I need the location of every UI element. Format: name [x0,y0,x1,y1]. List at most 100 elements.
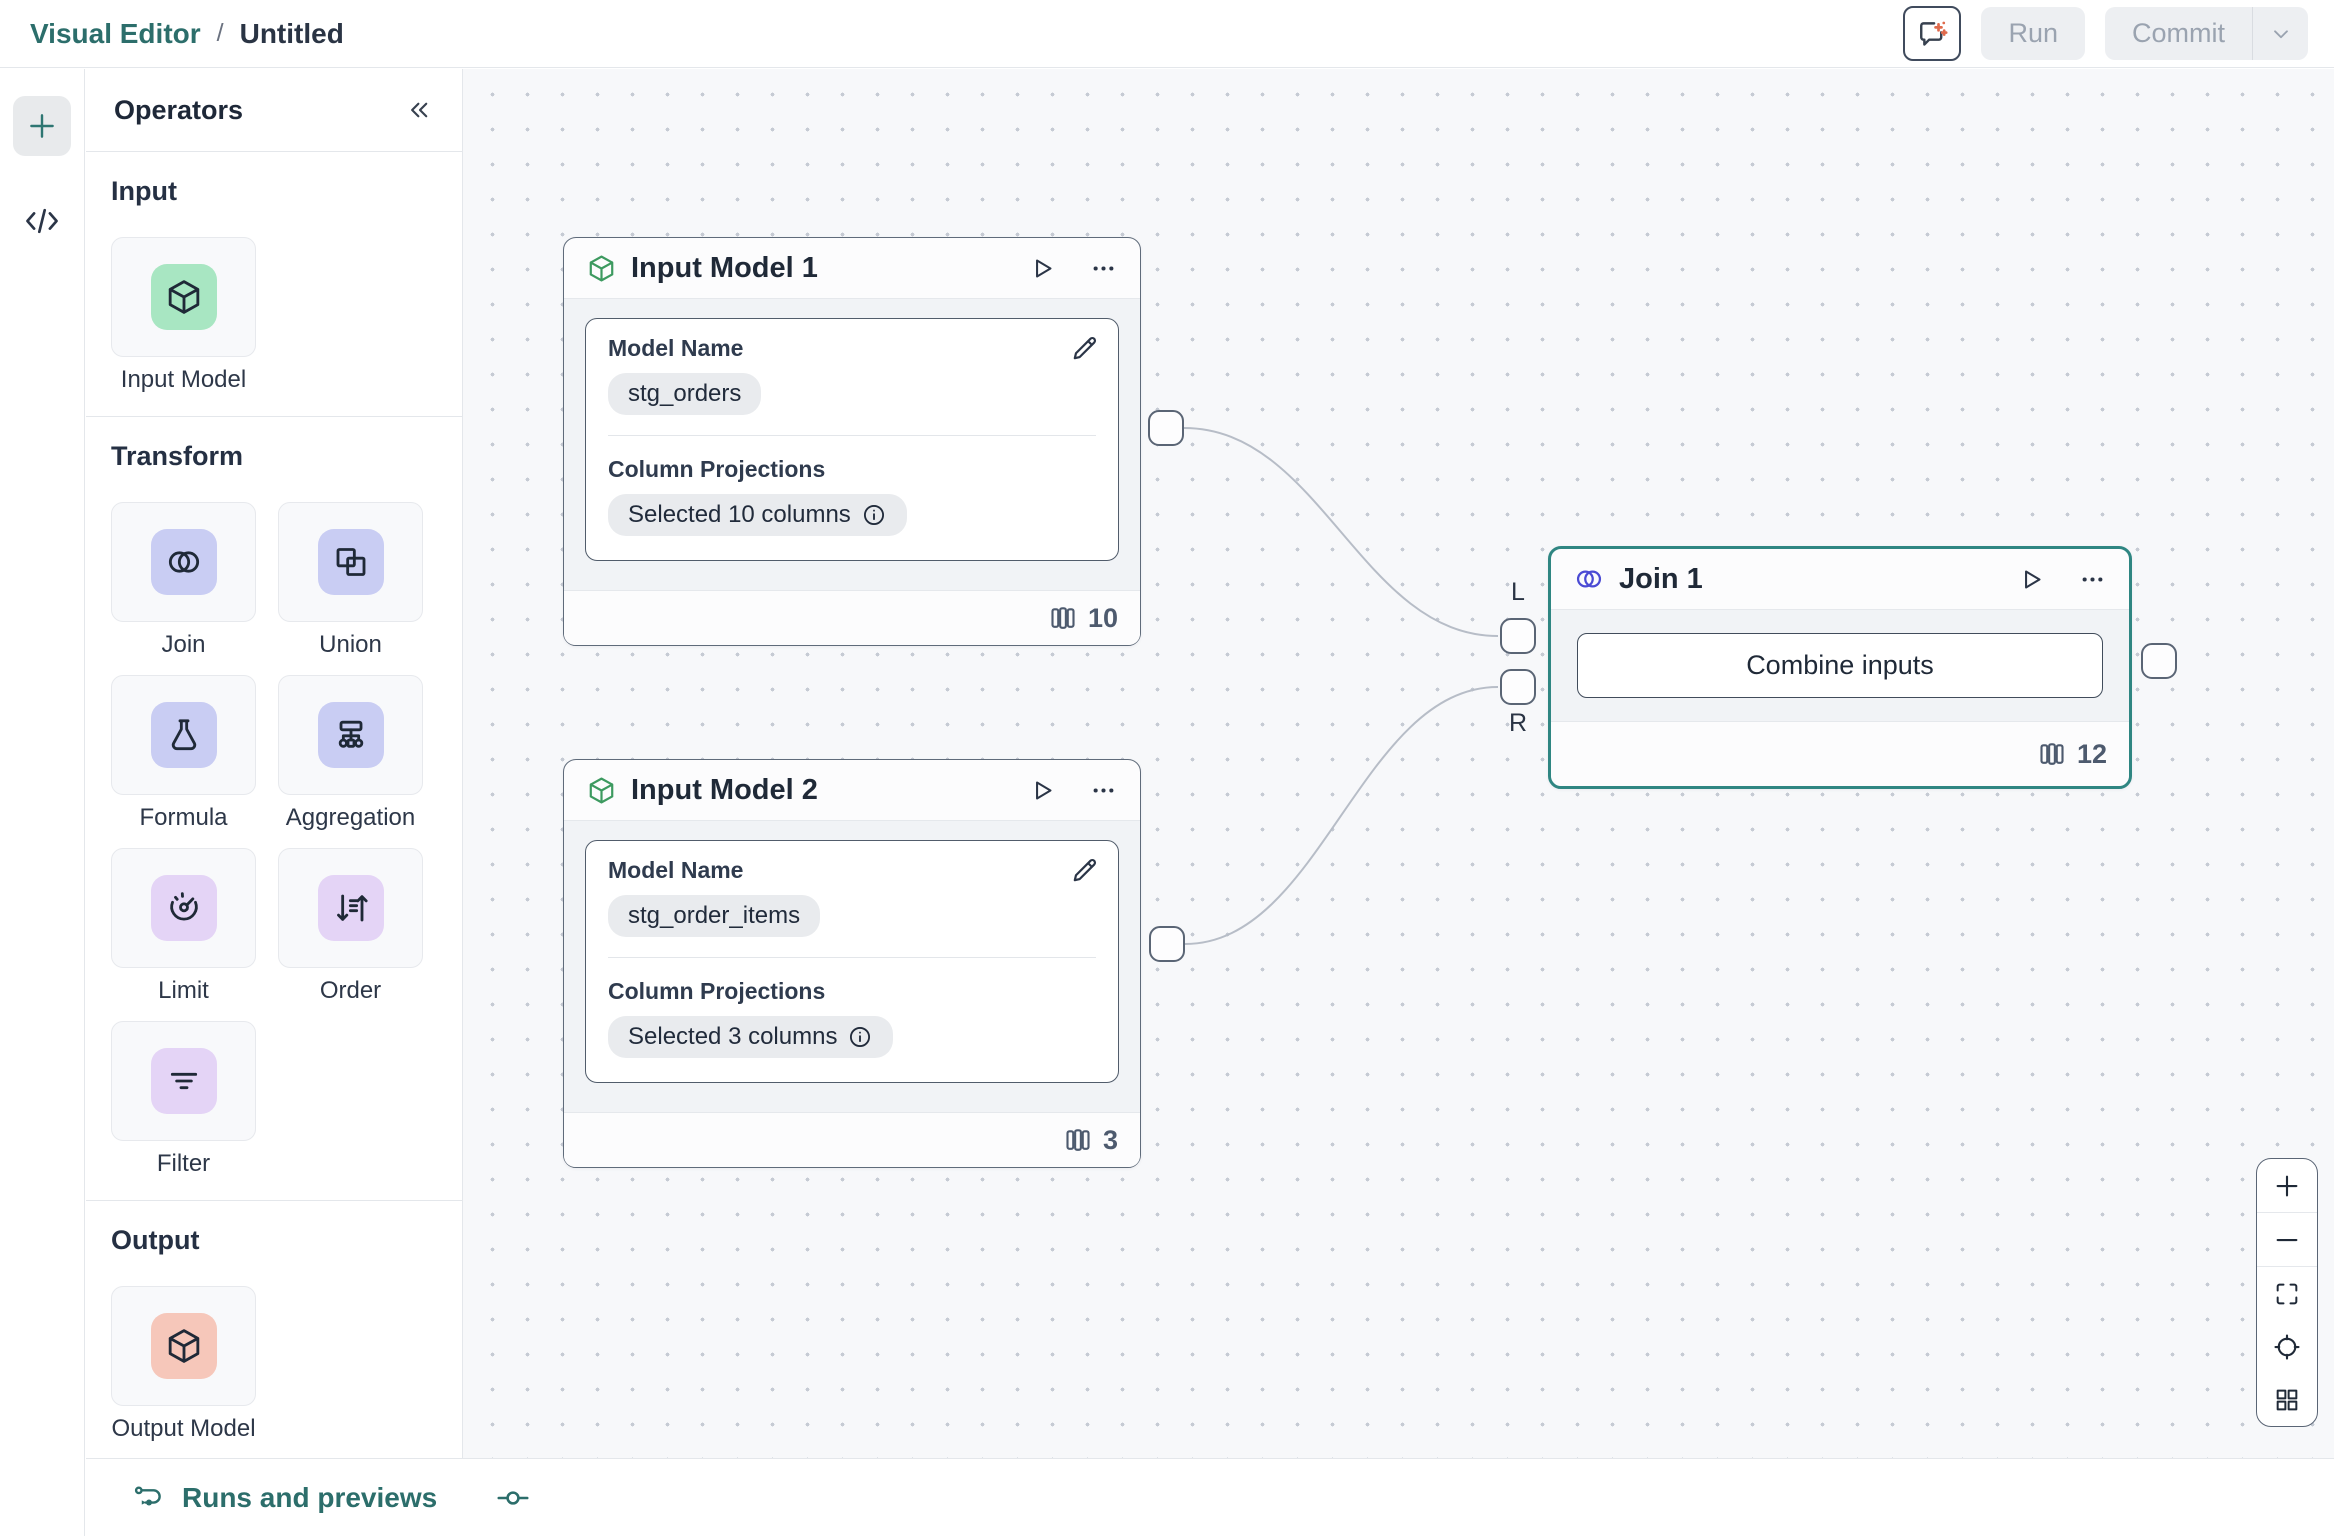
sort-arrows-icon [317,875,384,941]
breadcrumb-separator: / [216,19,224,47]
model-name-chip[interactable]: stg_orders [608,373,762,415]
commit-split-button: Commit [2105,7,2308,60]
node-menu-button[interactable] [1089,776,1118,805]
operator-join[interactable]: Join [111,502,256,659]
node-title: Input Model 1 [631,251,818,284]
locate-icon [2272,1332,2302,1362]
aggregation-tree-icon [317,702,384,768]
join-circles-icon [1573,563,1605,595]
play-node-button[interactable] [1028,776,1057,805]
operator-output-model[interactable]: Output Model [111,1286,256,1443]
model-name-chip[interactable]: stg_order_items [608,895,821,937]
node-footer: 3 [564,1113,1140,1167]
node-menu-button[interactable] [1089,254,1118,283]
edit-pencil-icon[interactable] [1069,855,1100,886]
field-label: Column Projections [608,978,826,1004]
port-output-join-1[interactable] [2141,643,2177,679]
plus-icon [25,109,59,143]
chat-sparkles-icon [1915,17,1949,51]
operator-input-model[interactable]: Input Model [111,237,256,394]
edge-input1-to-join-L [1183,427,1499,637]
operator-filter[interactable]: Filter [111,1021,256,1178]
gauge-icon [150,875,217,941]
node-title: Join 1 [1619,562,1703,595]
locate-button[interactable] [2257,1320,2317,1373]
left-rail [0,69,85,1536]
section-heading: Transform [111,441,244,471]
ai-assistant-button[interactable] [1903,6,1962,61]
node-footer: 12 [1551,722,2129,786]
canvas[interactable]: Input Model 1 Model Name [463,69,2334,1458]
port-output-input-model-1[interactable] [1148,410,1184,446]
chevrons-left-icon [404,95,434,125]
join-circles-icon [150,529,217,595]
port-join-right-input[interactable] [1500,669,1536,705]
runs-icon [132,1481,166,1515]
breadcrumb-app-link[interactable]: Visual Editor [30,17,201,49]
port-label-right: R [1508,709,1528,737]
column-projections-chip[interactable]: Selected 3 columns [608,1016,894,1058]
port-join-left-input[interactable] [1500,618,1536,654]
node-title: Input Model 2 [631,773,818,806]
column-projections-chip[interactable]: Selected 10 columns [608,494,907,536]
section-heading: Input [111,176,177,206]
commit-button[interactable]: Commit [2105,7,2252,60]
node-config-card: Model Name stg_order_items Column Projec… [585,840,1119,1083]
port-label-left: L [1511,578,1525,606]
zoom-out-icon [2272,1225,2302,1255]
cube-icon [586,775,617,806]
code-view-button[interactable] [23,202,61,240]
zoom-out-button[interactable] [2257,1213,2317,1266]
section-input: Input Input Model [86,152,462,416]
play-node-button[interactable] [2017,565,2046,594]
node-input-model-2[interactable]: Input Model 2 Model Name [563,759,1141,1168]
code-icon [23,202,61,240]
union-squares-icon [317,529,384,595]
node-input-model-1[interactable]: Input Model 1 Model Name [563,237,1141,646]
operators-panel: Operators Input Input Model [86,69,463,1458]
operators-panel-header: Operators [86,69,462,152]
combine-inputs-button[interactable]: Combine inputs [1577,633,2103,698]
node-footer: 10 [564,591,1140,645]
filter-lines-icon [150,1048,217,1114]
collapse-panel-button[interactable] [404,95,434,125]
section-divider [86,416,462,417]
field-label: Model Name [608,857,744,883]
info-icon [861,502,887,528]
commit-node-icon[interactable] [495,1480,531,1516]
info-icon [847,1024,873,1050]
breadcrumb: Visual Editor / Untitled [30,18,344,50]
commit-dropdown-button[interactable] [2252,7,2308,60]
runs-and-previews-button[interactable]: Runs and previews [132,1481,437,1515]
node-config-card: Model Name stg_orders Column Projections… [585,318,1119,561]
operator-order[interactable]: Order [278,848,423,1005]
operator-limit[interactable]: Limit [111,848,256,1005]
flask-icon [150,702,217,768]
node-header: Input Model 2 [564,760,1140,820]
section-output: Output Output Model [86,1201,462,1465]
topbar-actions: Run Commit [1903,6,2308,61]
cube-icon [150,264,217,330]
operator-formula[interactable]: Formula [111,675,256,832]
run-button[interactable]: Run [1981,7,2085,60]
columns-count: 10 [1087,602,1118,633]
operator-union[interactable]: Union [278,502,423,659]
operator-aggregation[interactable]: Aggregation [278,675,423,832]
play-node-button[interactable] [1028,254,1057,283]
edit-pencil-icon[interactable] [1069,333,1100,364]
bottom-bar: Runs and previews [86,1458,2334,1536]
zoom-controls [2256,1158,2318,1427]
zoom-in-button[interactable] [2257,1159,2317,1212]
node-menu-button[interactable] [2078,565,2107,594]
fit-view-button[interactable] [2257,1267,2317,1320]
columns-count: 12 [2076,738,2107,769]
add-button[interactable] [13,96,71,156]
field-label: Column Projections [608,456,826,482]
port-output-input-model-2[interactable] [1149,926,1185,962]
cube-icon [150,1313,217,1379]
node-join-1[interactable]: Join 1 Combine inputs 12 [1548,546,2132,789]
fit-view-icon [2273,1280,2301,1308]
edge-layer [1183,427,1499,945]
minimap-button[interactable] [2257,1373,2317,1426]
